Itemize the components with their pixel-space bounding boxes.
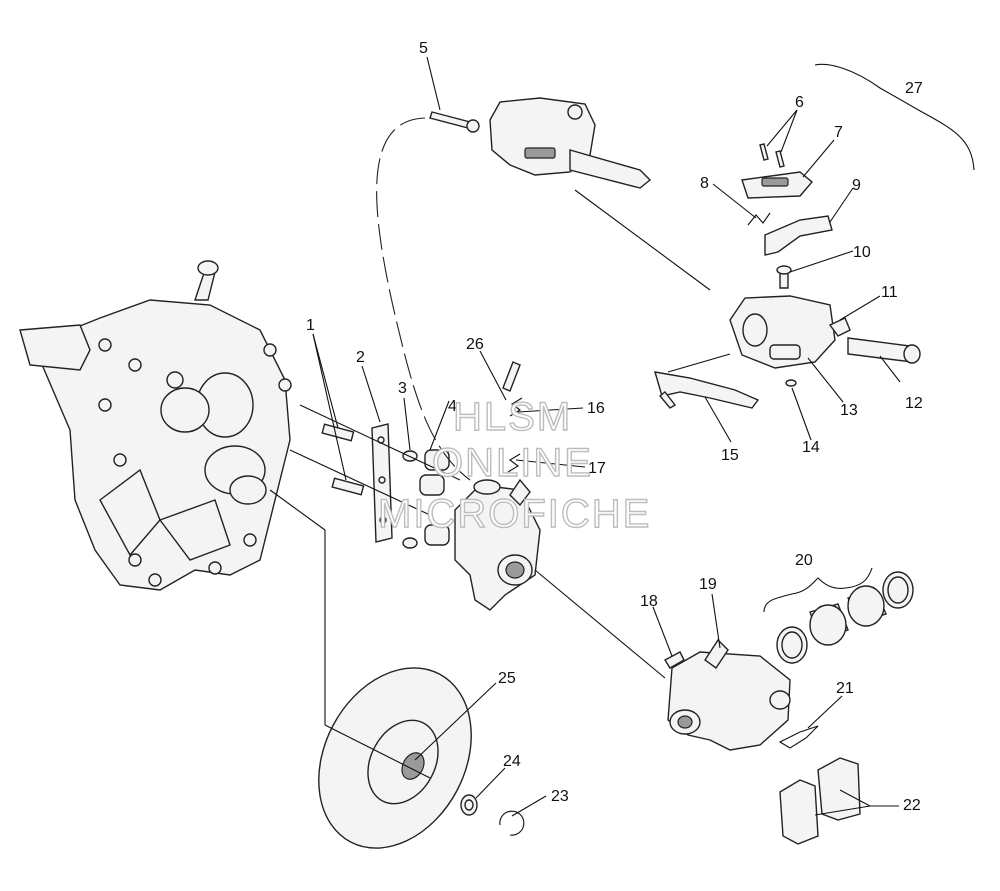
boot [769, 344, 801, 360]
rear-caliper [667, 638, 791, 751]
watermark: HLSM ONLINE MICROFICHE [377, 394, 651, 536]
reservoir-cover [741, 171, 813, 199]
park-lever [654, 371, 760, 409]
callout-3: 3 [398, 380, 407, 397]
master-cylinder-assembly [489, 97, 652, 189]
callout-16: 16 [587, 400, 605, 417]
callout-24: 24 [503, 753, 521, 770]
callout-23: 23 [551, 788, 569, 805]
mounting-bracket [371, 423, 393, 543]
master-cylinder-body [729, 295, 836, 369]
callout-19: 19 [699, 576, 717, 593]
callout-2: 2 [356, 349, 365, 366]
callout-20: 20 [795, 552, 813, 569]
lever-spring [747, 212, 771, 226]
watermark-line-1: HLSM [453, 395, 572, 439]
callout-labels: 1 2 3 4 5 6 7 8 9 10 11 12 13 14 15 16 1… [306, 40, 923, 814]
thrust-washer [460, 794, 478, 816]
callout-leaders [312, 56, 975, 817]
callout-26: 26 [466, 336, 484, 353]
watermark-line-3: MICROFICHE [378, 492, 651, 536]
mounting-bolts [321, 423, 418, 549]
front-caliper [454, 478, 541, 611]
reservoir-screws [759, 143, 785, 168]
callout-15: 15 [721, 447, 739, 464]
brake-pads [779, 757, 861, 845]
piston-kit [847, 337, 921, 364]
callout-12: 12 [905, 395, 923, 412]
lever-pivot-pin [776, 265, 792, 289]
callout-22: 22 [903, 797, 921, 814]
callout-14: 14 [802, 439, 820, 456]
callout-1: 1 [306, 317, 315, 334]
snap-ring [499, 810, 525, 836]
switch-plunger [828, 317, 851, 337]
caliper-pistons-seals [776, 571, 914, 664]
callout-4: 4 [448, 398, 457, 415]
pad-pin-clip [778, 725, 819, 749]
callout-10: 10 [853, 244, 871, 261]
callout-17: 17 [588, 460, 606, 477]
callout-13: 13 [840, 402, 858, 419]
callout-21: 21 [836, 680, 854, 697]
callout-8: 8 [700, 175, 709, 192]
watermark-line-2: ONLINE [432, 441, 593, 485]
o-ring [785, 379, 797, 387]
callout-11: 11 [881, 284, 898, 301]
bleeder-spring [507, 397, 523, 473]
brake-lever [764, 215, 833, 256]
callout-18: 18 [640, 593, 658, 610]
callout-7: 7 [834, 124, 843, 141]
brake-line-fitting [429, 111, 480, 133]
brake-disc [318, 667, 472, 849]
callout-27: 27 [905, 80, 923, 97]
routing-lines [269, 117, 711, 779]
transmission-housing [19, 260, 292, 591]
callout-6: 6 [795, 94, 804, 111]
callout-25: 25 [498, 670, 516, 687]
callout-5: 5 [419, 40, 428, 57]
callout-9: 9 [852, 177, 861, 194]
brake-hose-fitting [502, 361, 521, 392]
bleeder-screw [664, 651, 685, 669]
